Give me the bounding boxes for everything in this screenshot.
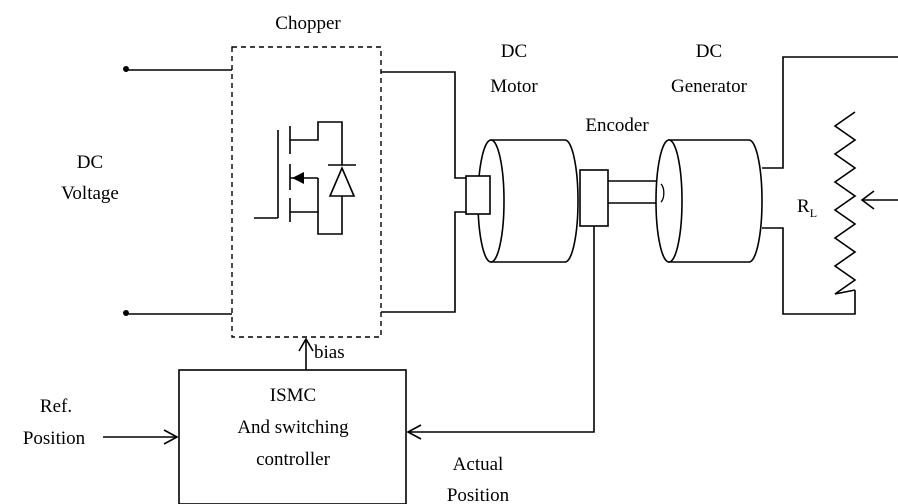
dc-generator-label-line1: DC — [696, 41, 722, 62]
encoder-label: Encoder — [585, 115, 649, 136]
dc-voltage-source — [123, 66, 232, 316]
load-resistor-symbol: R — [797, 196, 810, 217]
resistor-adjust-arrow-head — [860, 190, 875, 210]
generator-load-wiring — [762, 56, 898, 315]
mosfet-arrow — [292, 172, 304, 184]
encoder-box — [579, 169, 609, 227]
load-resistor-zigzag — [833, 111, 857, 295]
ref-position-arrow — [103, 429, 179, 445]
feedback-path — [406, 226, 595, 440]
dc-generator — [655, 139, 763, 263]
terminal-top — [123, 66, 129, 72]
encoder — [579, 169, 666, 227]
load-resistor-subscript: L — [810, 206, 817, 220]
actual-position-label-line1: Actual — [453, 454, 504, 475]
load-resistor-label: RL — [797, 196, 817, 220]
chopper-boundary — [231, 46, 382, 338]
bias-arrow — [298, 337, 314, 370]
chopper-label: Chopper — [275, 13, 341, 34]
dc-generator-label-line2: Generator — [671, 76, 748, 97]
dc-motor-label-line2: Motor — [490, 76, 538, 97]
terminal-bottom — [123, 310, 129, 316]
bias-label: bias — [314, 342, 345, 363]
diode-triangle — [328, 165, 356, 197]
dc-motor-label-line1: DC — [501, 41, 527, 62]
controller-label-line2: And switching — [237, 417, 349, 438]
dc-motor — [465, 139, 579, 263]
ref-position-label-line2: Position — [23, 428, 86, 449]
chopper-block — [231, 46, 382, 338]
chopper-output-wiring — [381, 71, 466, 313]
dc-voltage-label-line2: Voltage — [61, 183, 119, 204]
dc-voltage-label-line1: DC — [77, 152, 103, 173]
ref-position-label-line1: Ref. — [40, 396, 72, 417]
controller-label-line1: ISMC — [270, 385, 316, 406]
motor-terminal-box — [465, 175, 491, 215]
controller-block — [178, 369, 407, 504]
mosfet-diode-icon — [254, 121, 356, 235]
actual-position-label-line2: Position — [447, 485, 510, 504]
controller-label-line3: controller — [256, 449, 331, 470]
